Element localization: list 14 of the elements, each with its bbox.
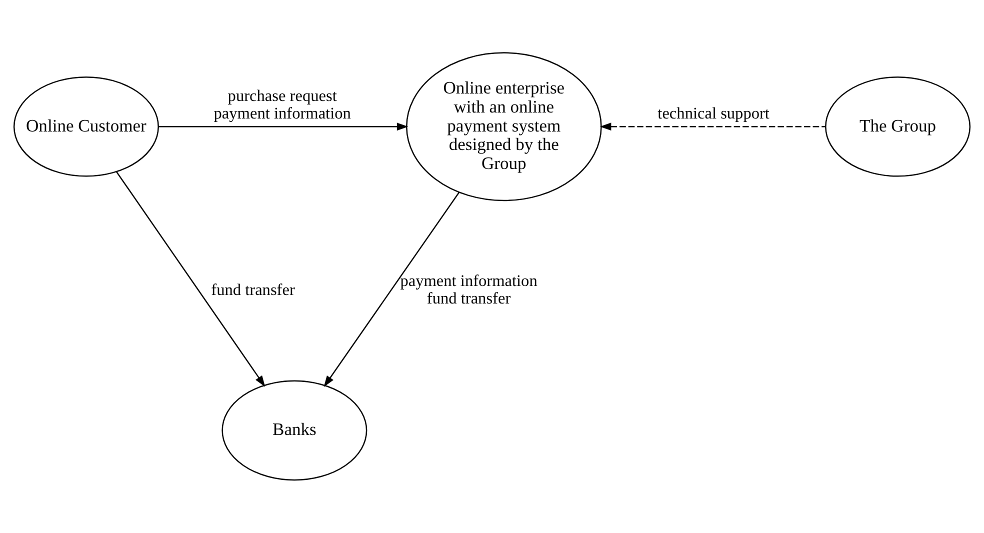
edge-label: fund transfer	[211, 280, 295, 299]
arrow	[600, 122, 826, 131]
node-ellipse: Online enterprise with an online payment system designed by the Group	[406, 52, 602, 202]
node-ellipse: Online Customer	[13, 76, 159, 177]
edge-label: payment information	[400, 271, 538, 290]
arrow	[324, 192, 460, 388]
edge-label: payment information	[214, 103, 351, 122]
arrow	[116, 171, 266, 387]
edge-label: fund transfer	[426, 288, 511, 308]
node-ellipse: Banks	[222, 380, 368, 481]
node-ellipse: The Group	[825, 76, 971, 177]
arrow	[158, 122, 408, 131]
edge-label: purchase request	[228, 86, 337, 105]
edge-label: technical support	[658, 103, 770, 122]
